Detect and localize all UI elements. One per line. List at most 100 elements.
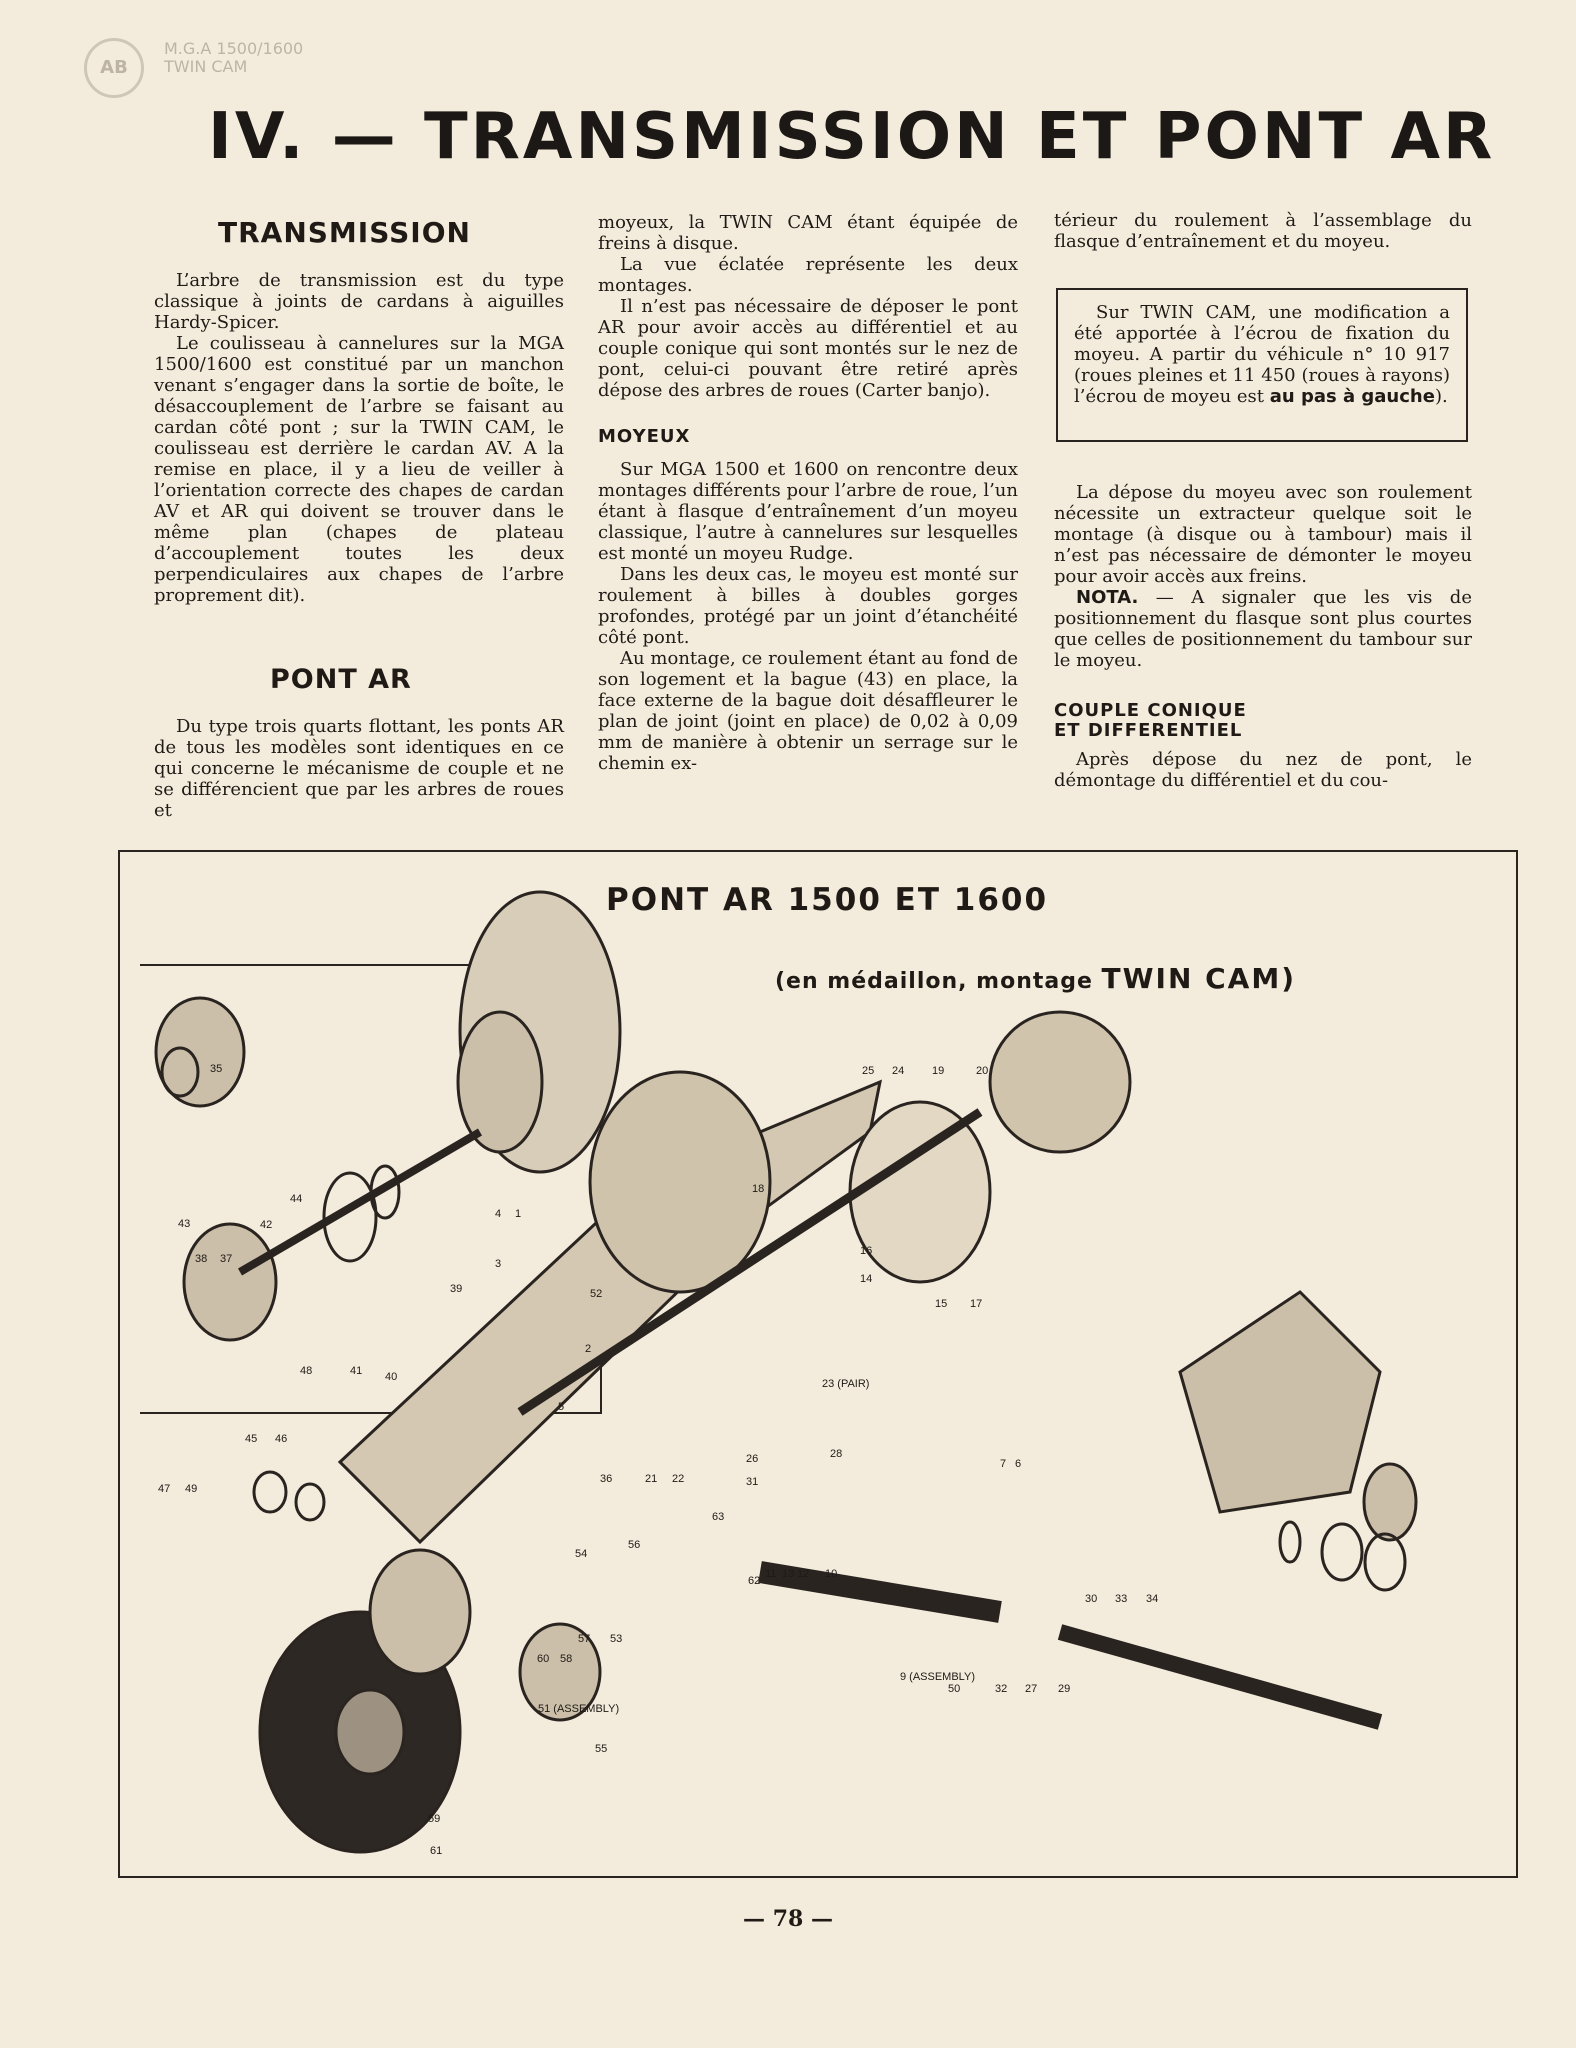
part-label: 43 [178, 1218, 190, 1230]
part-label: 38 [195, 1253, 207, 1265]
part-label: 9 (ASSEMBLY) [900, 1671, 975, 1683]
seal-32 [1278, 1520, 1302, 1564]
part-label: 30 [1085, 1593, 1097, 1605]
hub-cap [154, 996, 246, 1108]
part-label: 33 [1115, 1593, 1127, 1605]
figure-subtitle-b: TWIN CAM [1101, 962, 1282, 995]
column-1: L’arbre de transmission est du type clas… [154, 270, 564, 606]
part-label: 61 [430, 1845, 442, 1857]
page-title: IV. — TRANSMISSION ET PONT AR [208, 100, 1496, 174]
hub-flange [456, 1010, 544, 1154]
part-label: 32 [995, 1683, 1007, 1695]
part-label: 3 [495, 1258, 501, 1270]
column-3-top: térieur du roulement à l’assemblage du f… [1054, 210, 1472, 252]
part-label: 16 [860, 1245, 872, 1257]
part-label: 31 [746, 1476, 758, 1488]
twin-cam-note-box: Sur TWIN CAM, une modification a été app… [1056, 288, 1468, 442]
part-label: 13 [782, 1568, 794, 1580]
sliding-joint [758, 1561, 1002, 1623]
column-2: moyeux, la TWIN CAM étant équipée de fre… [598, 212, 1018, 774]
part-label: 56 [628, 1539, 640, 1551]
part-label: 39 [450, 1283, 462, 1295]
hub [368, 1548, 472, 1676]
part-label: 54 [575, 1548, 587, 1560]
part-label: 17 [970, 1298, 982, 1310]
part-label: 5 [558, 1401, 564, 1413]
part-label: 53 [610, 1633, 622, 1645]
washer-1 [252, 1470, 288, 1514]
half-shaft [517, 1108, 983, 1416]
figure-subtitle: (en médaillon, montage TWIN CAM) [775, 962, 1296, 995]
nose-piece [1178, 1290, 1382, 1514]
hub-inner [160, 1046, 200, 1098]
paragraph: Sur MGA 1500 et 1600 on rencontre deux m… [598, 459, 1018, 564]
part-label: 44 [290, 1193, 302, 1205]
page-number: — 78 — [743, 1906, 833, 1932]
part-label: 49 [185, 1483, 197, 1495]
column-3: La dépose du moyeu avec son roulement né… [1054, 482, 1472, 791]
part-label: 63 [712, 1511, 724, 1523]
propeller-shaft [1057, 1624, 1383, 1730]
note-text-bold: au pas à gauche [1269, 386, 1435, 407]
paragraph: La vue éclatée représente les deux monta… [598, 254, 1018, 296]
part-label: 51 (ASSEMBLY) [538, 1703, 619, 1715]
part-label: 58 [560, 1653, 572, 1665]
part-label: 1 [515, 1208, 521, 1220]
part-label: 46 [275, 1433, 287, 1445]
part-label: 57 [578, 1633, 590, 1645]
part-label: 26 [746, 1453, 758, 1465]
part-label: 24 [892, 1065, 904, 1077]
nota-paragraph: NOTA. — A signaler que les vis de positi… [1054, 587, 1472, 671]
stamp-logo: AB [84, 38, 144, 98]
note-text-a: Sur TWIN CAM, une modification a été app… [1074, 302, 1450, 407]
caliper-bracket [182, 1222, 278, 1342]
nota-label: NOTA. [1076, 587, 1139, 608]
part-label: 55 [595, 1743, 607, 1755]
part-label: 35 [210, 1063, 222, 1075]
figure-subtitle-c: ) [1281, 962, 1297, 995]
part-label: 20 [976, 1065, 988, 1077]
part-label: 11 [765, 1568, 776, 1580]
heading-couple-line-1: COUPLE CONIQUE [1054, 700, 1247, 721]
part-label: 47 [158, 1483, 170, 1495]
part-label: 28 [830, 1448, 842, 1460]
part-label: 19 [932, 1065, 944, 1077]
part-label: 52 [590, 1288, 602, 1300]
paragraph: Du type trois quarts flottant, les ponts… [154, 716, 564, 821]
paragraph: moyeux, la TWIN CAM étant équipée de fre… [598, 212, 1018, 254]
bearing-29 [1363, 1532, 1407, 1592]
part-label: 25 [862, 1065, 874, 1077]
differential-cage [988, 1010, 1132, 1154]
part-label: 29 [1058, 1683, 1070, 1695]
part-label: 41 [350, 1365, 362, 1377]
nota-text: — A signaler que les vis de positionneme… [1054, 587, 1472, 671]
part-label: 27 [1025, 1683, 1037, 1695]
paragraph: térieur du roulement à l’assemblage du f… [1054, 210, 1472, 252]
axle-flange [518, 1622, 602, 1722]
part-label: 10 [825, 1568, 837, 1580]
stamp-line-1: M.G.A 1500/1600 [164, 39, 304, 58]
part-label: 60 [537, 1653, 549, 1665]
figure-title: PONT AR 1500 ET 1600 [606, 882, 1049, 918]
bearing-27 [1320, 1522, 1364, 1582]
part-label: 40 [385, 1371, 397, 1383]
heading-couple-line-2: ET DIFFERENTIEL [1054, 720, 1243, 741]
part-label: 42 [260, 1219, 272, 1231]
owner-stamp: AB M.G.A 1500/1600 TWIN CAM [84, 28, 384, 98]
part-label: 2 [585, 1343, 591, 1355]
part-label: 22 [672, 1473, 684, 1485]
part-label: 14 [860, 1273, 872, 1285]
heading-transmission: TRANSMISSION [218, 216, 471, 249]
part-label: 37 [220, 1253, 232, 1265]
column-1-bottom: Du type trois quarts flottant, les ponts… [154, 716, 564, 821]
bearing [322, 1171, 378, 1263]
part-label: 18 [752, 1183, 764, 1195]
heading-pont-ar: PONT AR [270, 664, 412, 695]
part-label: 36 [600, 1473, 612, 1485]
paragraph: Le coulisseau à cannelures sur la MGA 15… [154, 333, 564, 606]
paragraph: Dans les deux cas, le moyeu est monté su… [598, 564, 1018, 648]
note-text: Sur TWIN CAM, une modification a été app… [1074, 302, 1450, 407]
